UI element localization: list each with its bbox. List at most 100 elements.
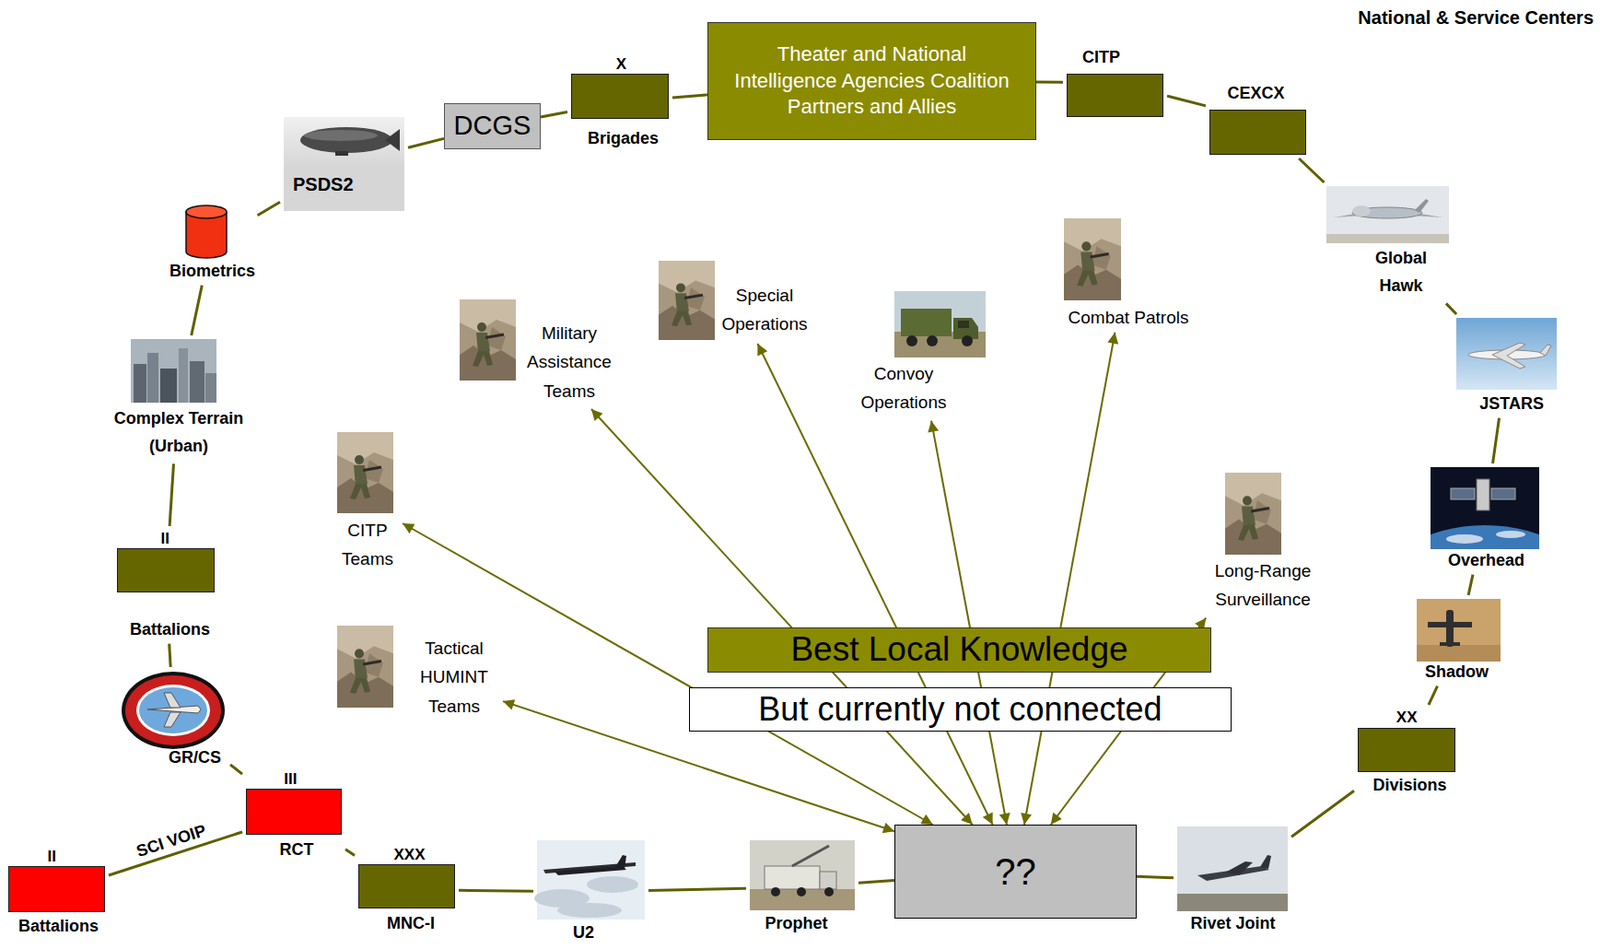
vehicle-picture (749, 840, 855, 911)
uav-picture (1446, 609, 1454, 647)
picture-caption: Overhead (1448, 550, 1525, 572)
unit-label: Battalions (129, 619, 211, 641)
soldier-picture (337, 432, 394, 514)
team-caption: Convoy Operations (852, 359, 956, 418)
link-line (540, 112, 568, 117)
unit-label: MNC-I (386, 913, 435, 935)
hub-text: ?? (994, 850, 1037, 893)
truck-picture (957, 320, 970, 328)
echelon-symbol: XXX (393, 845, 425, 865)
u2-node: U2 (533, 836, 649, 947)
battalion-unit: II Battalions (113, 525, 219, 644)
jet-picture (1177, 826, 1288, 911)
text-slot: Global Hawk (1366, 245, 1437, 300)
truck-picture (894, 291, 986, 358)
emblem-node: GR/CS (116, 666, 231, 772)
satellite-picture (1446, 534, 1484, 544)
unit-label: RCT (280, 840, 315, 861)
uav-picture (1416, 644, 1501, 662)
drone-picture (1414, 198, 1429, 213)
satellite-picture (1430, 525, 1540, 549)
text-slot: Rivet Joint (1189, 913, 1277, 935)
picture-caption: PSDS2 (291, 173, 356, 196)
aircraft-picture (1456, 317, 1557, 390)
status-box: But currently not connected (689, 687, 1232, 732)
link-line (458, 888, 534, 893)
terrain-node: Complex Terrain (Urban) (105, 335, 251, 464)
text-slot: Combat Patrols (1067, 307, 1191, 329)
truck-picture (926, 335, 938, 347)
band-text: Best Local Knowledge (790, 630, 1128, 669)
corps-unit: XXX MNC-I (354, 841, 459, 938)
text-slot: Tactical HUMINT Teams (407, 633, 502, 721)
unit-box (1357, 727, 1456, 772)
city-picture (147, 352, 159, 403)
spyplane-picture (534, 840, 645, 920)
team-caption: Long-Range Surveillance (1202, 556, 1324, 615)
team-node: Special Operations (654, 256, 818, 344)
unit-label: Divisions (1372, 775, 1447, 796)
soldier-picture (1063, 218, 1122, 301)
jet-picture (1177, 893, 1288, 911)
city-picture (189, 361, 205, 403)
satellite-picture (1491, 488, 1516, 500)
picture-caption: Global Hawk (1366, 245, 1437, 300)
regiment-unit: III RCT (242, 766, 346, 865)
satellite-picture (1495, 530, 1526, 538)
text-slot: MNC-I (385, 913, 436, 935)
city-picture (178, 348, 188, 403)
arrow-line (402, 523, 934, 825)
picture-caption: Shadow (1424, 662, 1489, 683)
link-line (1428, 686, 1438, 705)
unit-emblem (139, 687, 208, 734)
text-slot: PSDS2 (291, 173, 358, 196)
text-slot: Brigades (585, 128, 660, 150)
blimp-picture (335, 151, 349, 156)
city-picture (205, 373, 217, 403)
text-slot: Biometrics (167, 261, 257, 282)
shadow-node: Shadow (1413, 595, 1505, 687)
unit-label: Brigades (587, 128, 659, 150)
dcgs-box: DCGS (443, 103, 541, 150)
unit-box (358, 864, 456, 909)
team-node: Tactical HUMINT Teams (333, 621, 503, 725)
picture-caption: JSTARS (1479, 394, 1544, 415)
team-caption: Special Operations (712, 280, 817, 339)
text-slot: II (46, 847, 58, 866)
team-node: Military Assistance Teams (455, 295, 623, 409)
link-line (1291, 790, 1355, 837)
text-slot: SCI VOIP (131, 819, 211, 863)
unit-emblem (163, 692, 181, 727)
arrow-line (931, 420, 1007, 825)
team-node: Combat Patrols (1060, 214, 1192, 333)
jstars-node: JSTARS (1452, 314, 1561, 419)
city-picture (130, 338, 217, 403)
satellite-picture (1374, 467, 1596, 673)
team-node: CITP Teams (330, 428, 403, 578)
vehicle-picture (792, 845, 830, 866)
box-heading: CEXCX (1226, 83, 1285, 105)
city-picture (160, 368, 177, 403)
link-line (169, 643, 171, 667)
text-slot: Convoy Operations (852, 359, 956, 418)
edge-label: SCI VOIP (131, 819, 211, 863)
text-slot: XX (1395, 708, 1419, 727)
team-caption: Military Assistance Teams (517, 318, 621, 406)
corner-label: National & Service Centers (1357, 7, 1594, 29)
text-slot: JSTARS (1478, 394, 1545, 415)
text-slot: RCT (279, 840, 316, 861)
unit-emblem (136, 684, 211, 736)
database-cylinder (186, 205, 227, 258)
link-line (1298, 158, 1324, 183)
soldier-picture (1225, 472, 1282, 555)
link-line (230, 764, 243, 774)
citp-box: CITP (1062, 44, 1168, 121)
vehicle-picture (824, 887, 834, 897)
text-slot: Shadow (1423, 662, 1490, 683)
link-line (648, 887, 747, 890)
text-slot: II (159, 529, 171, 549)
text-slot: Overhead (1446, 550, 1526, 572)
echelon-symbol: III (283, 770, 297, 789)
text-slot: Prophet (763, 913, 830, 935)
